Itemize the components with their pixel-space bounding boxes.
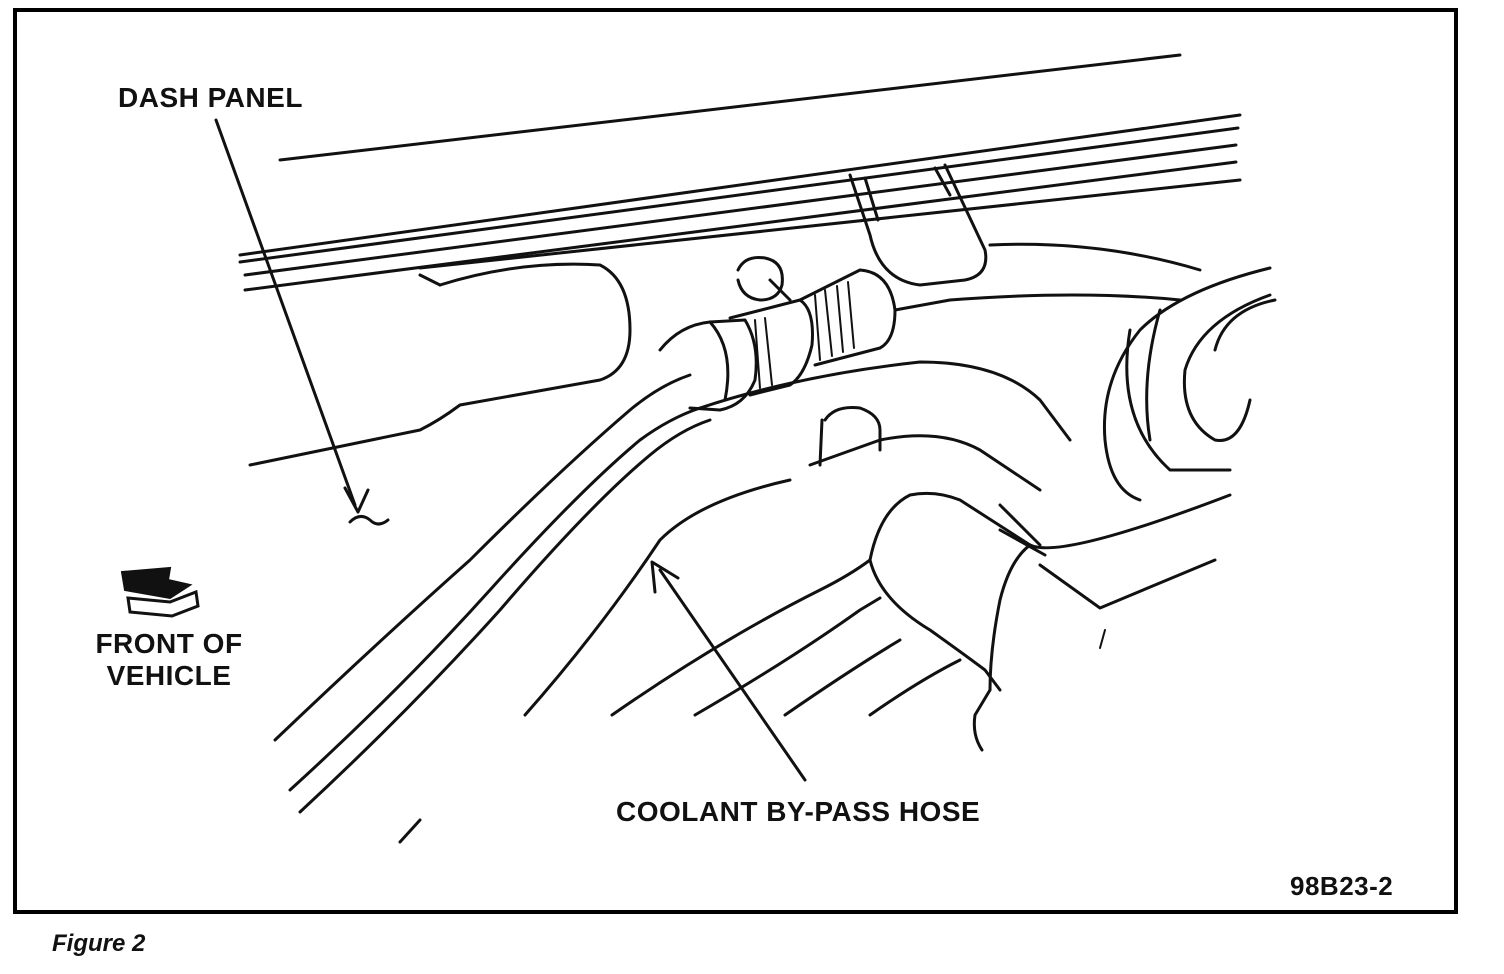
figure-frame — [13, 8, 1458, 914]
leader-lines — [214, 118, 807, 782]
coolant-hose — [273, 256, 897, 814]
figure-code: 98B23-2 — [1290, 871, 1394, 901]
front-label-line2: VEHICLE — [106, 660, 232, 691]
coolant-hose-label: COOLANT BY-PASS HOSE — [616, 796, 981, 827]
cowl-lines — [238, 53, 1242, 292]
hose-leader — [658, 568, 807, 782]
front-arrow-icon — [120, 566, 200, 618]
dash-panel-label: DASH PANEL — [118, 82, 303, 113]
front-of-vehicle-label: FRONT OF VEHICLE — [86, 628, 252, 692]
hose-arrowhead — [650, 560, 680, 594]
dash-panel-leader — [214, 118, 357, 507]
figure-caption: Figure 2 — [52, 930, 146, 957]
front-label-line1: FRONT OF — [95, 628, 243, 659]
left-duct — [248, 262, 632, 467]
central-housing — [698, 242, 1202, 492]
right-block — [868, 491, 1232, 752]
dash-panel-arrowhead — [343, 486, 370, 514]
lower-lines — [398, 478, 962, 844]
cowl-bracket — [848, 163, 988, 287]
air-cleaner — [1102, 266, 1277, 502]
dash-panel-squiggle — [348, 515, 390, 526]
